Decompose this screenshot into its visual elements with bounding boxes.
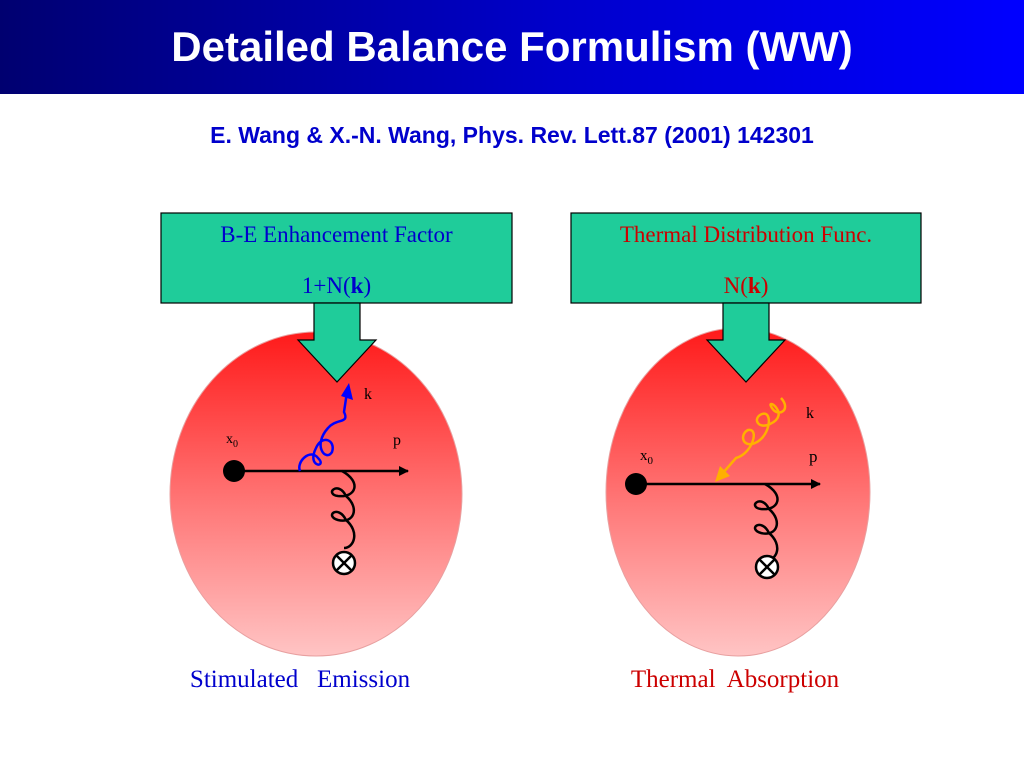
box-left-line2-prefix: 1+N( bbox=[301, 273, 351, 298]
caption-left: Stimulated Emission bbox=[189, 666, 411, 693]
absorbed-gluon-right bbox=[721, 397, 787, 475]
label-x0-right-text: x bbox=[640, 448, 648, 464]
citation: E. Wang & X.-N. Wang, Phys. Rev. Lett.87… bbox=[210, 122, 814, 148]
slide-title: Detailed Balance Formulism (WW) bbox=[171, 23, 853, 70]
cross-mark-right-2 bbox=[758, 558, 776, 576]
emitted-gluon-arrowhead-left bbox=[341, 383, 353, 400]
box-left-line2: 1+N(k) bbox=[161, 273, 512, 299]
down-arrow-left bbox=[296, 302, 378, 383]
box-right-line2-bold: k bbox=[747, 273, 761, 298]
down-arrow-right bbox=[705, 302, 787, 383]
label-x0-left-text: x bbox=[226, 432, 233, 447]
medium-ellipse-right bbox=[605, 327, 871, 657]
label-k-left: k bbox=[364, 386, 372, 403]
label-x0-right: x0 bbox=[640, 448, 653, 467]
label-x0-left-sub: 0 bbox=[233, 438, 238, 450]
cross-mark-left-2 bbox=[335, 554, 353, 572]
info-box-left bbox=[160, 212, 513, 304]
box-right-line2-prefix: N( bbox=[723, 273, 748, 298]
caption-right: Thermal Absorption bbox=[630, 666, 840, 693]
label-x0-right-sub: 0 bbox=[647, 455, 654, 467]
box-left-line1: B-E Enhancement Factor bbox=[220, 222, 453, 247]
x0-vertex-left bbox=[223, 460, 245, 482]
box-left-line2-suffix: ) bbox=[363, 273, 372, 298]
label-p-left: p bbox=[393, 432, 401, 449]
title-bar bbox=[0, 0, 1024, 94]
label-x0-left: x0 bbox=[226, 432, 238, 450]
vertical-gluon-left bbox=[330, 469, 356, 550]
absorbed-gluon-arrowhead-right bbox=[715, 466, 730, 482]
medium-ellipse-left bbox=[169, 331, 463, 657]
box-right-line2: N(k) bbox=[571, 273, 921, 299]
box-right-line2-suffix: ) bbox=[760, 273, 769, 298]
emitted-gluon-left bbox=[298, 391, 349, 472]
label-p-right: p bbox=[809, 447, 818, 466]
box-left-line2-bold: k bbox=[350, 273, 364, 298]
box-right-line1: Thermal Distribution Func. bbox=[619, 222, 873, 247]
x0-vertex-right bbox=[625, 473, 647, 495]
vertical-gluon-right bbox=[753, 482, 779, 562]
label-k-right: k bbox=[806, 405, 814, 422]
